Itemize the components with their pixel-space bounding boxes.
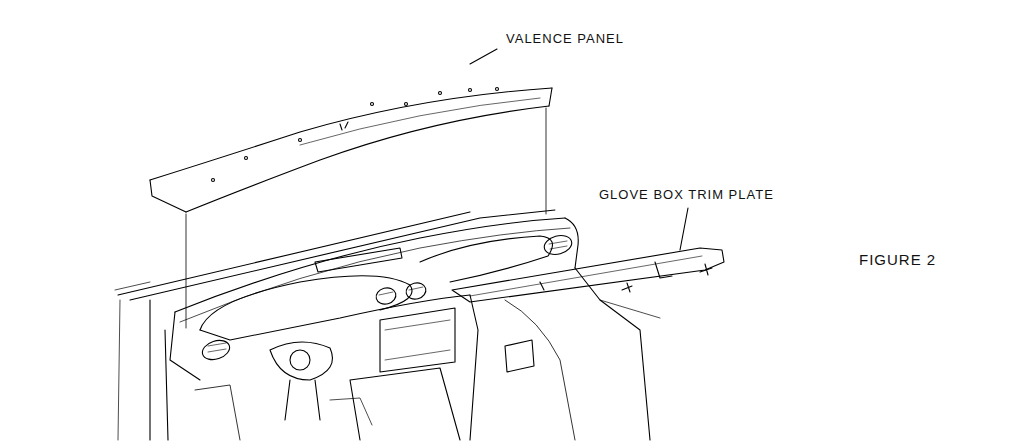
part-label: VALENCE PANEL [505, 32, 625, 46]
part-label: GLOVE BOX TRIM PLATE [598, 188, 775, 202]
figure-number: FIGURE 2 [858, 252, 937, 269]
